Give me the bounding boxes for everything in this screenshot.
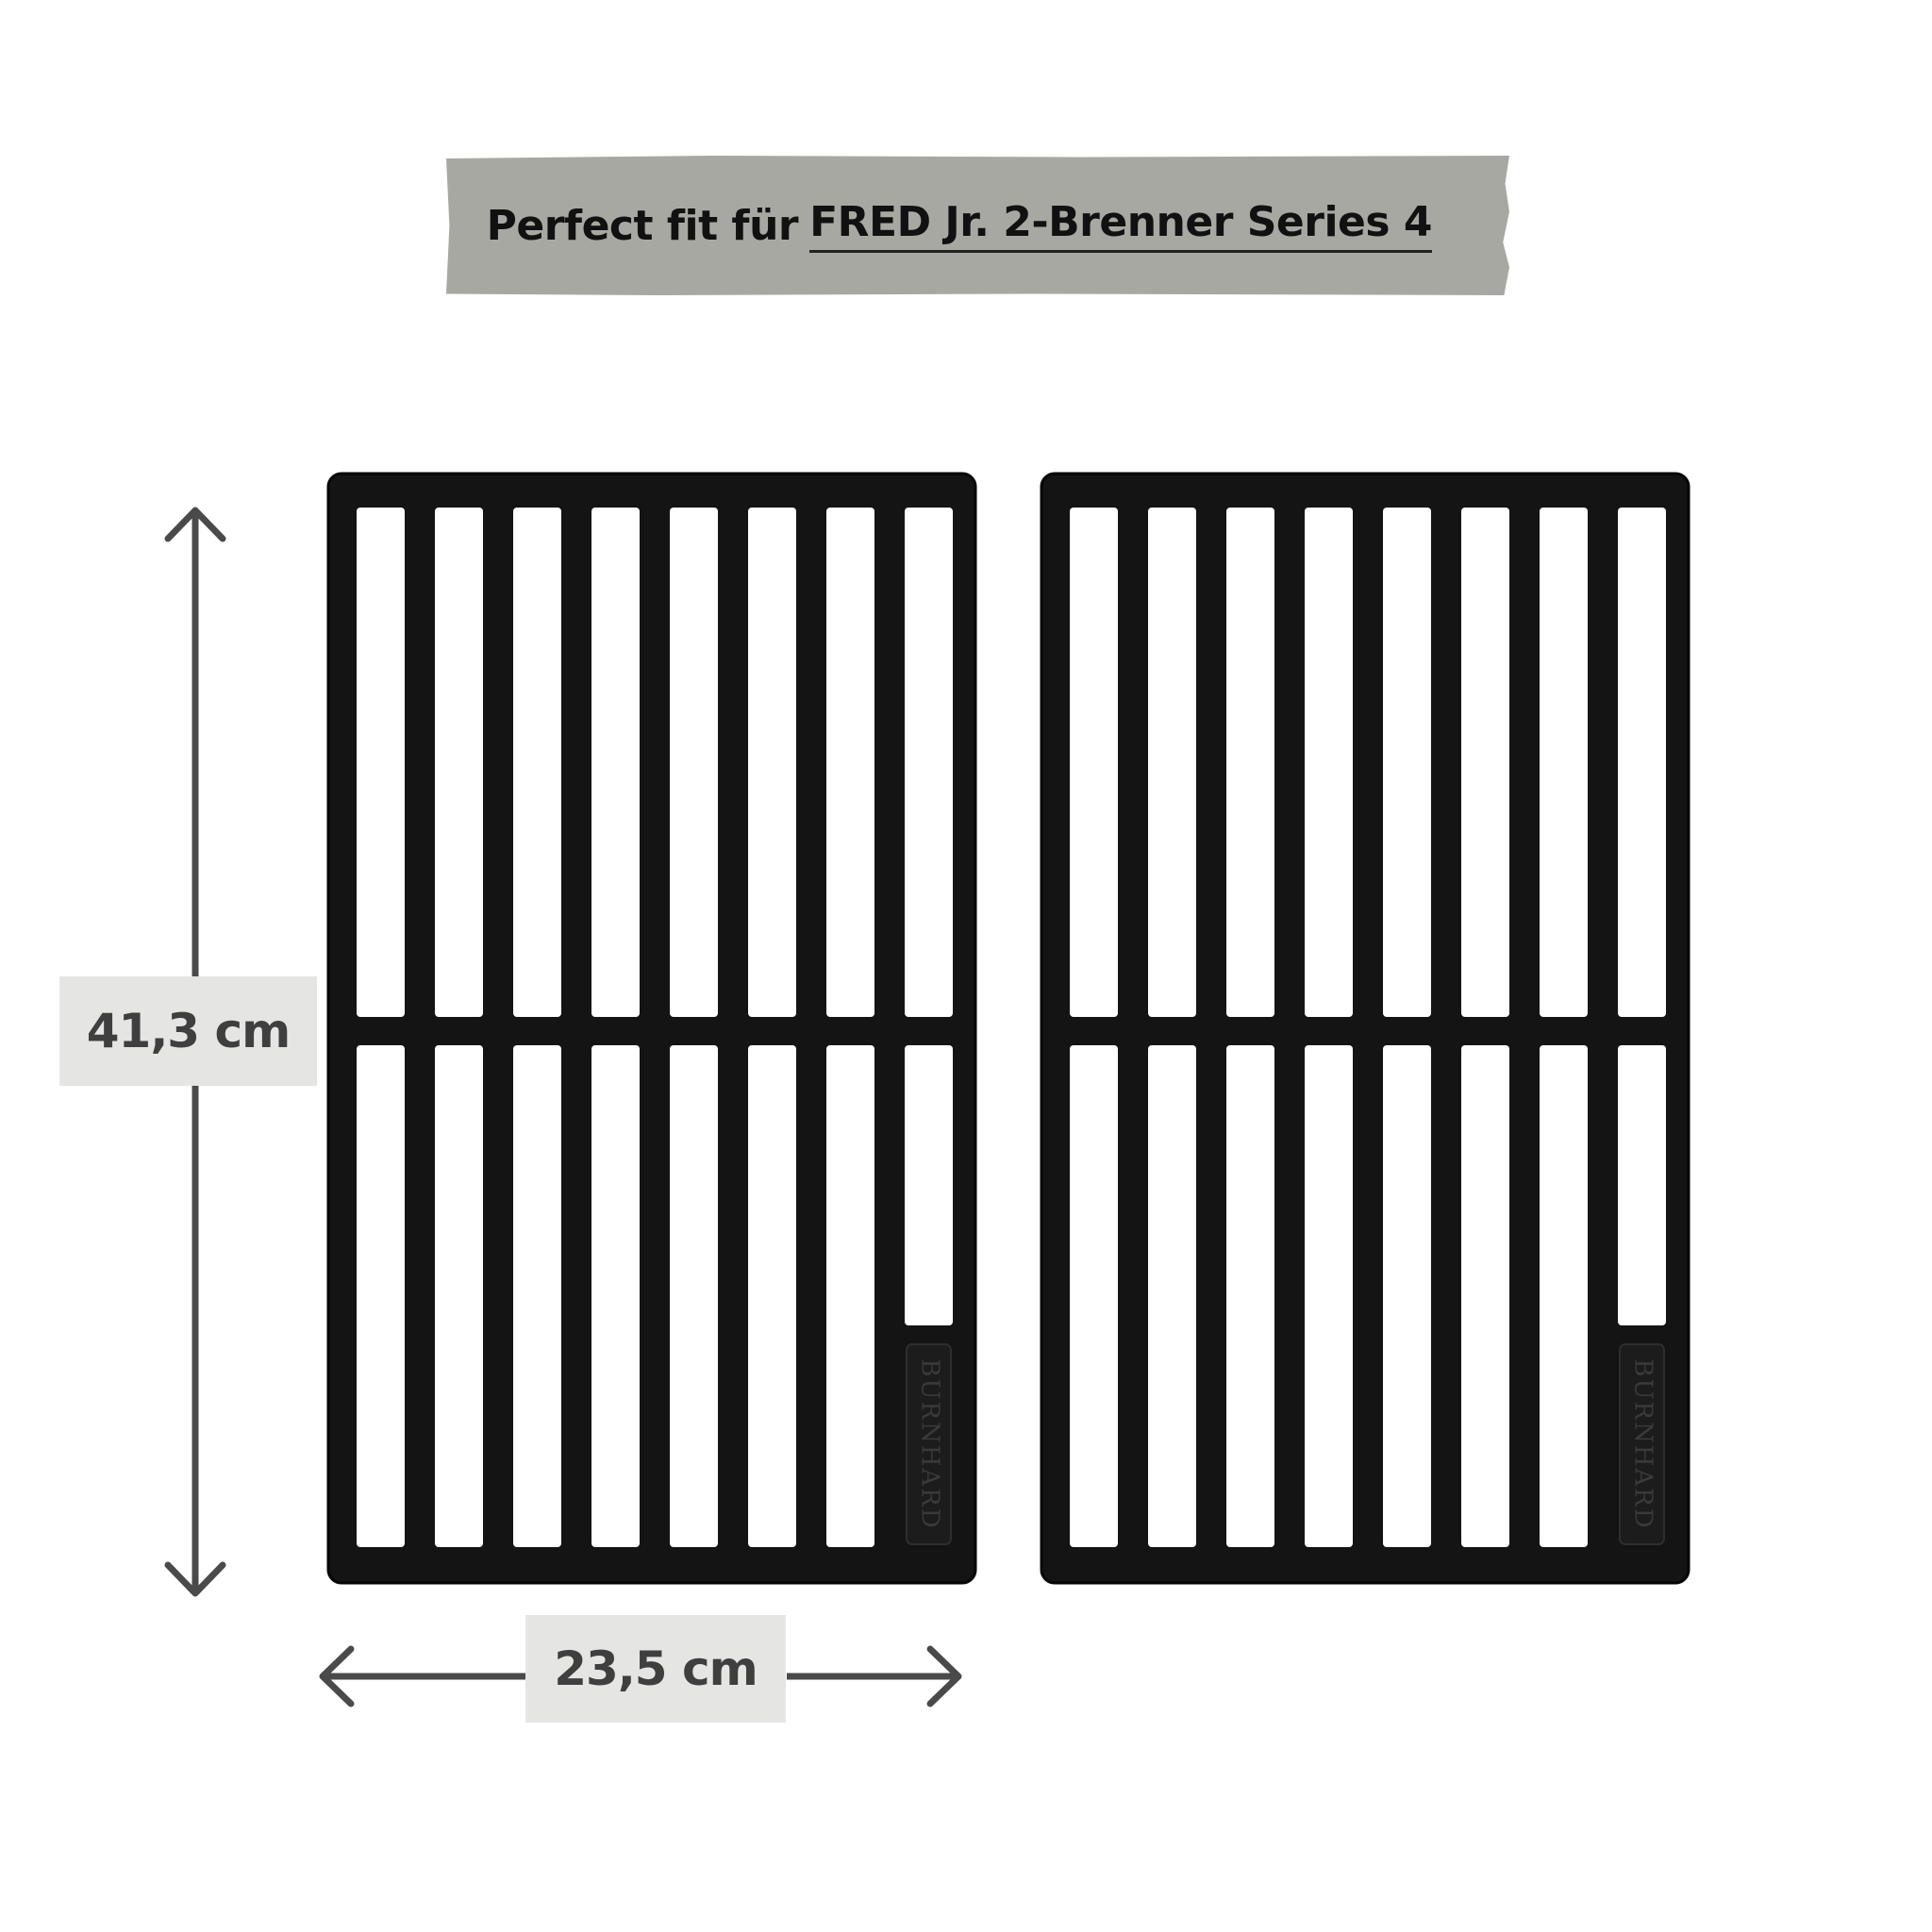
banner-model-link[interactable]: FRED Jr. 2-Brenner Series 4 (809, 198, 1432, 253)
grate-right-slot-lower (1461, 1045, 1509, 1547)
grate-left-slot-upper (905, 508, 953, 1017)
grate-left-slot-upper (591, 508, 640, 1017)
grate-left-slot-lower (905, 1045, 953, 1325)
grate-left-slot-upper (513, 508, 561, 1017)
grate-right-slot-upper (1461, 508, 1509, 1017)
grate-right-slot-lower (1383, 1045, 1431, 1547)
grate-right-slot-upper (1540, 508, 1588, 1017)
grate-left-slot-lower (513, 1045, 561, 1547)
grate-right-slot-upper (1618, 508, 1666, 1017)
grill-grate-left: BURNHARD (326, 472, 977, 1585)
grate-left-slot-upper (748, 508, 796, 1017)
grate-right-slot-lower (1226, 1045, 1274, 1547)
grate-left-frame (326, 472, 977, 1585)
width-label: 23,5 cm (525, 1615, 786, 1723)
grate-left-slot-upper (826, 508, 874, 1017)
grate-right-slot-upper (1226, 508, 1274, 1017)
fit-banner: Perfect fit für FRED Jr. 2-Brenner Serie… (446, 156, 1432, 295)
width-arrow (319, 1645, 962, 1707)
grate-left-slot-lower (826, 1045, 874, 1547)
grate-left-slot-lower (748, 1045, 796, 1547)
grate-left-slot-lower (670, 1045, 718, 1547)
grate-right-slot-upper (1070, 508, 1118, 1017)
grate-right-brand-plate (1619, 1343, 1665, 1545)
grill-grate-right: BURNHARD (1040, 472, 1690, 1585)
grate-left-brand-mark: BURNHARD (916, 1358, 944, 1529)
grate-left-slot-upper (357, 508, 405, 1017)
grate-left-slot-lower (435, 1045, 483, 1547)
grate-left-brand-plate (906, 1343, 952, 1545)
grate-right-slot-lower (1070, 1045, 1118, 1547)
grate-right-slot-upper (1383, 508, 1431, 1017)
grate-left-slot-upper (435, 508, 483, 1017)
height-label: 41,3 cm (59, 976, 317, 1086)
grate-left-slot-lower (357, 1045, 405, 1547)
grate-right-frame (1040, 472, 1690, 1585)
grate-right-slot-lower (1618, 1045, 1666, 1325)
grate-right-slot-lower (1305, 1045, 1353, 1547)
grate-right-slot-upper (1148, 508, 1196, 1017)
grate-right-slot-upper (1305, 508, 1353, 1017)
grate-left-slot-lower (591, 1045, 640, 1547)
banner-prefix: Perfect fit für (486, 201, 799, 250)
grate-left-slot-upper (670, 508, 718, 1017)
grate-right-slot-lower (1540, 1045, 1588, 1547)
grate-right-brand-mark: BURNHARD (1629, 1358, 1657, 1529)
banner-background (446, 156, 1509, 295)
grate-right-slot-lower (1148, 1045, 1196, 1547)
